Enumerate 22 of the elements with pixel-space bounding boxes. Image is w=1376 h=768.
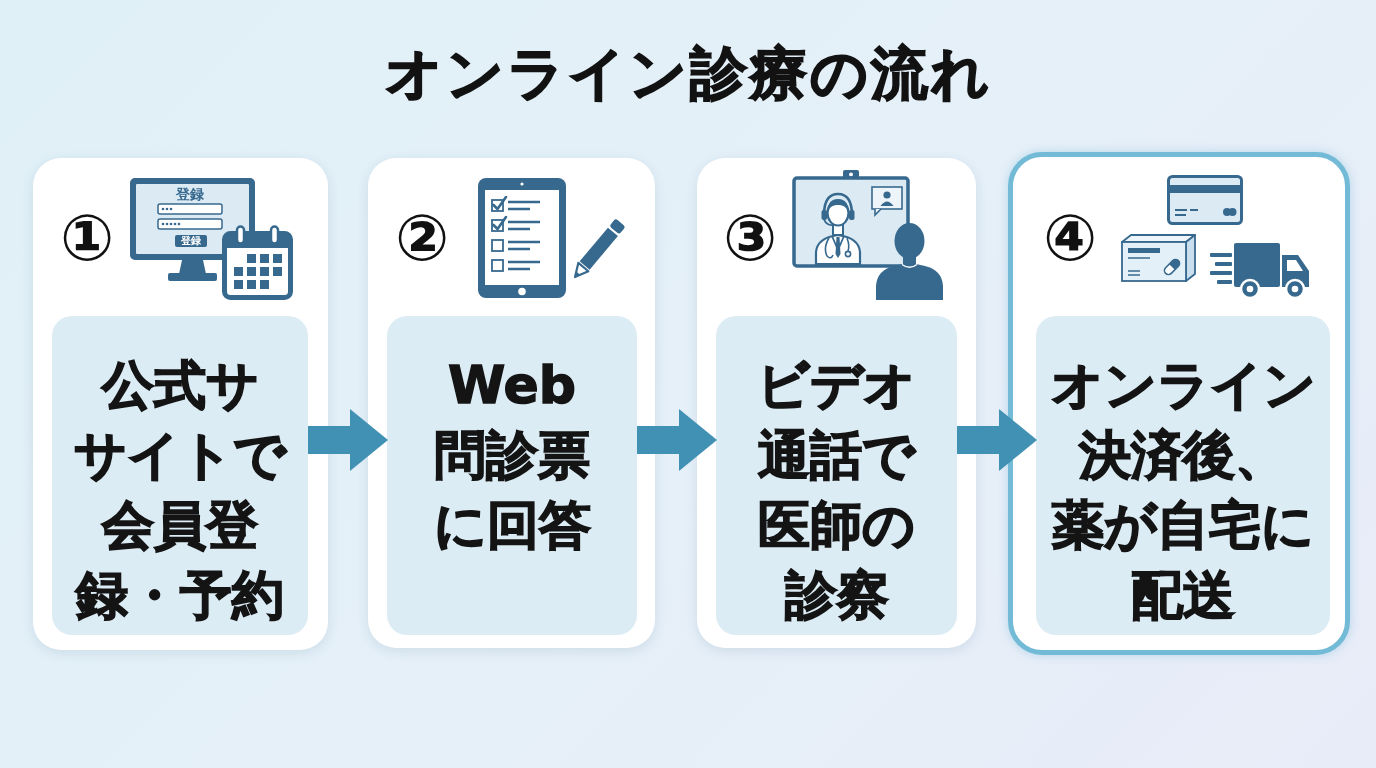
step-number: ①: [59, 206, 115, 270]
diagram-title: オンライン診療の流れ: [384, 42, 992, 105]
step-panel: [52, 316, 308, 635]
arrow: [637, 409, 717, 471]
step-panel: [716, 316, 957, 635]
step-number: ②: [394, 206, 450, 270]
arrow: [308, 409, 388, 471]
step-card: [368, 158, 655, 648]
arrow: [957, 409, 1037, 471]
step-description: オンライン決済後、薬が自宅に配送: [1050, 354, 1316, 627]
step-card: [33, 158, 328, 650]
step-number: ③: [722, 206, 778, 270]
step-card: [697, 158, 976, 648]
screen-heading: 登録: [176, 185, 204, 203]
step-panel: [387, 316, 637, 635]
step-description: ビデオ通話で医師の診察: [757, 354, 916, 627]
step-number: ④: [1042, 206, 1098, 270]
step-description: Web問診票に回答: [433, 354, 591, 557]
highlighted-step-card: [1008, 152, 1350, 655]
step-description: 公式ササイトで会員登録・予約: [74, 354, 286, 627]
login-button: 登録: [175, 235, 207, 247]
step-panel: [1036, 316, 1330, 635]
